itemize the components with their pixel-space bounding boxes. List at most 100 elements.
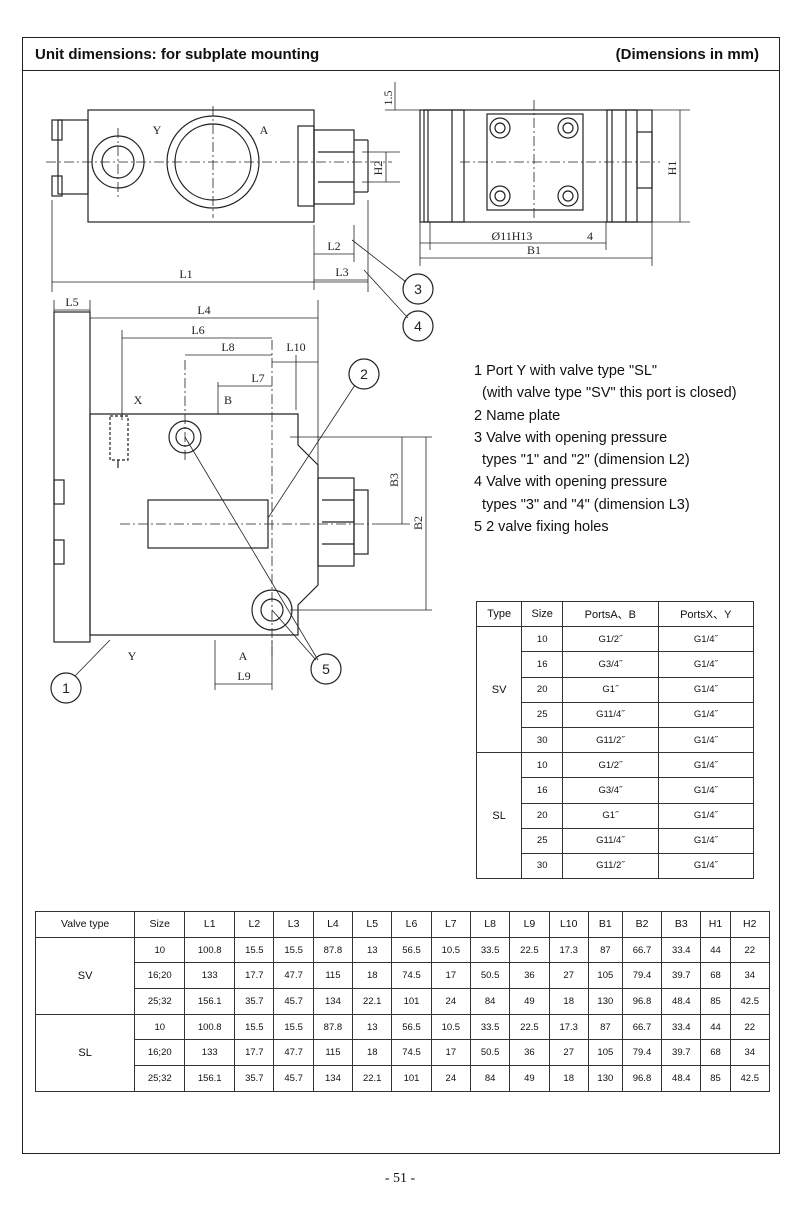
dim-l9: L9 [237, 669, 250, 683]
dims-header-cell: L5 [352, 911, 393, 938]
table-cell: 100.8 [184, 936, 236, 964]
valve-type-cell: SV [34, 936, 136, 1015]
dims-header-cell: L3 [273, 911, 314, 938]
table-cell: 33.4 [661, 936, 702, 964]
table-cell: 79.4 [621, 962, 663, 990]
table-cell: 87 [587, 936, 623, 964]
table-cell: G11/4˝ [562, 827, 659, 854]
dims-header-cell: Size [134, 911, 186, 938]
table-cell: 33.5 [469, 1013, 511, 1041]
table-cell: 56.5 [391, 936, 432, 964]
table-cell: 36 [509, 962, 550, 990]
table-cell: 13 [352, 1013, 393, 1041]
table-cell: 22.5 [509, 936, 550, 964]
page-header: Unit dimensions: for subplate mounting (… [23, 38, 779, 71]
dims-header-cell: L2 [234, 911, 275, 938]
dims-header-cell: H1 [700, 911, 731, 938]
table-cell: 24 [430, 1065, 471, 1092]
table-cell: 13 [352, 936, 393, 964]
table-cell: 17.3 [548, 1013, 589, 1041]
table-cell: 24 [430, 988, 471, 1015]
table-cell: 42.5 [729, 1065, 771, 1092]
table-cell: G11/2˝ [562, 726, 659, 754]
table-cell: 87.8 [312, 936, 354, 964]
table-cell: 10 [134, 1013, 186, 1041]
legend-line: types "1" and "2" (dimension L2) [474, 452, 690, 469]
table-cell: G3/4˝ [562, 651, 659, 678]
table-cell: 130 [587, 988, 623, 1015]
table-cell: G1˝ [562, 676, 659, 703]
dims-header-cell: L9 [509, 911, 550, 938]
port-x-label: X [134, 393, 143, 407]
table-cell: 36 [509, 1039, 550, 1067]
table-cell: G1/4˝ [657, 701, 755, 728]
table-cell: 18 [352, 1039, 393, 1067]
table-cell: 74.5 [391, 962, 432, 990]
table-cell: 16;20 [134, 1039, 186, 1067]
table-cell: 156.1 [184, 988, 236, 1015]
table-cell: G1/4˝ [657, 802, 755, 829]
ports-header-cell: PortsX、Y [657, 600, 755, 628]
table-cell: 50.5 [469, 962, 511, 990]
legend-line: (with valve type "SV" this port is close… [474, 385, 737, 402]
ports-header-cell: Type [475, 600, 523, 628]
table-cell: G1/2˝ [562, 626, 659, 653]
dims-header-cell: L4 [312, 911, 354, 938]
top-view-body [87, 109, 315, 223]
table-cell: G1/4˝ [657, 752, 755, 779]
page-frame: Unit dimensions: for subplate mounting (… [22, 37, 780, 1154]
legend-line: types "3" and "4" (dimension L3) [474, 496, 690, 513]
table-cell: 133 [184, 962, 236, 990]
table-cell: G1˝ [562, 802, 659, 829]
table-cell: 30 [521, 726, 564, 754]
table-cell: 10 [521, 626, 564, 653]
callout-1: 1 [62, 680, 70, 696]
dims-header-cell: B2 [621, 911, 663, 938]
valve-type-cell: SL [475, 752, 523, 880]
table-cell: G1/4˝ [657, 827, 755, 854]
page-title: Unit dimensions: for subplate mounting [35, 46, 320, 63]
callout-5: 5 [322, 661, 330, 677]
table-cell: 115 [312, 962, 354, 990]
table-cell: 10.5 [430, 936, 471, 964]
dim-l6: L6 [191, 323, 204, 337]
dims-header-cell: L7 [430, 911, 471, 938]
table-cell: 25 [521, 827, 564, 854]
table-cell: 17.3 [548, 936, 589, 964]
dims-header-cell: B1 [587, 911, 623, 938]
table-cell: 15.5 [234, 936, 275, 964]
table-cell: 48.4 [661, 1065, 702, 1092]
table-cell: 96.8 [621, 988, 663, 1015]
table-cell: G11/2˝ [562, 852, 659, 880]
table-cell: 30 [521, 852, 564, 880]
callout-4: 4 [414, 318, 422, 334]
dim-l8: L8 [221, 340, 234, 354]
port-y-top-label: Y [153, 123, 162, 137]
table-cell: 45.7 [273, 988, 314, 1015]
dim-b3: B3 [387, 473, 401, 487]
side-view-body [419, 109, 653, 223]
dim-4: 4 [587, 229, 593, 243]
table-cell: 25;32 [134, 988, 186, 1015]
dims-header-cell: B3 [661, 911, 702, 938]
port-y-label: Y [128, 649, 137, 663]
table-cell: 20 [521, 802, 564, 829]
callout-1-marker [50, 672, 82, 704]
dims-header-cell: L8 [469, 911, 511, 938]
callout-3-marker [402, 273, 434, 305]
table-cell: 85 [700, 1065, 731, 1092]
valve-type-cell: SL [34, 1013, 136, 1092]
legend-line: 2 Name plate [474, 407, 561, 424]
dim-l3: L3 [335, 265, 348, 279]
dim-l2: L2 [327, 239, 340, 253]
